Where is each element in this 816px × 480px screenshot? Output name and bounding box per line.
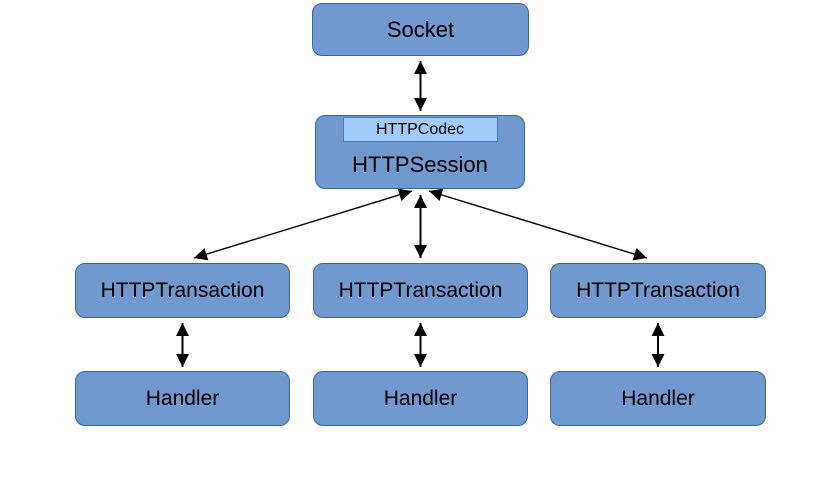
node-handler-right: Handler bbox=[550, 371, 766, 426]
node-httptransaction-left: HTTPTransaction bbox=[75, 263, 290, 318]
node-handler-left: Handler bbox=[75, 371, 290, 426]
httpsession-label: HTTPSession bbox=[352, 152, 488, 177]
node-handler-middle: Handler bbox=[313, 371, 528, 426]
edge-session-tx-left bbox=[193, 188, 413, 261]
handler-middle-label: Handler bbox=[383, 386, 458, 410]
httptransaction-right-label: HTTPTransaction bbox=[576, 278, 740, 302]
httpcodec-label: HTTPCodec bbox=[375, 120, 465, 138]
httptransaction-middle-label: HTTPTransaction bbox=[338, 278, 503, 302]
httpsession-label-wrap: HTTPSession bbox=[352, 142, 488, 188]
handler-right-label: Handler bbox=[621, 386, 695, 410]
node-socket: Socket bbox=[312, 3, 529, 56]
edge-session-tx-right bbox=[428, 188, 648, 261]
node-httpsession: HTTPCodec HTTPSession bbox=[315, 115, 525, 189]
handler-left-label: Handler bbox=[145, 386, 220, 410]
node-httptransaction-right: HTTPTransaction bbox=[550, 263, 766, 318]
socket-label: Socket bbox=[386, 16, 455, 42]
node-httpcodec: HTTPCodec bbox=[342, 117, 498, 142]
httptransaction-left-label: HTTPTransaction bbox=[100, 278, 265, 302]
node-httptransaction-middle: HTTPTransaction bbox=[313, 263, 528, 318]
